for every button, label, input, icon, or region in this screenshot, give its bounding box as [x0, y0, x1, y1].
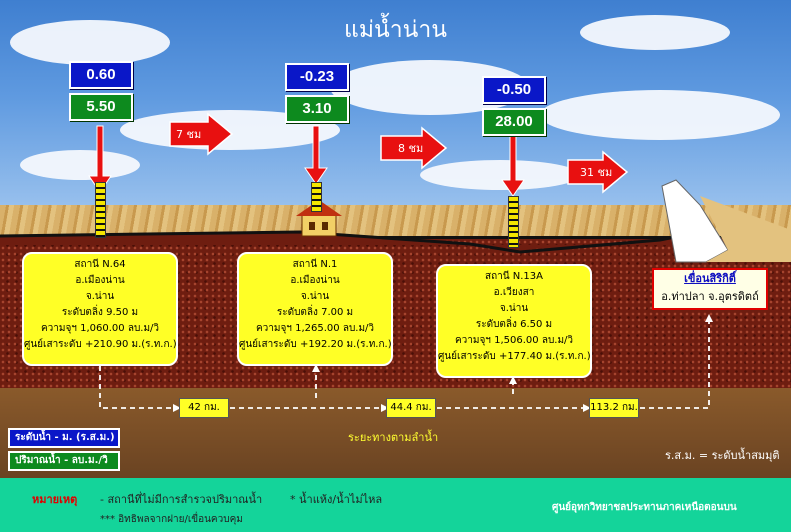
travel-time-arrow: [567, 150, 629, 194]
station-datum: ศูนย์เสาระดับ +177.40 ม.(ร.ท.ก.): [438, 351, 591, 362]
station-province: จ.น่าน: [300, 291, 330, 302]
distance-label: 44.4 กม.: [386, 398, 436, 418]
footer-band: [0, 478, 791, 532]
distance-path: [99, 318, 710, 409]
staff-gauge-icon: [95, 182, 106, 238]
station-bank-level: ระดับตลิ่ง 9.50 ม: [61, 307, 139, 318]
river-slope: [0, 232, 791, 250]
page-title: แม่น้ำน่าน: [344, 17, 447, 43]
distance-label: 113.2 กม.: [589, 398, 639, 418]
path-arrowhead: [381, 404, 389, 412]
down-arrow: [501, 135, 525, 197]
station-card: สถานี N.13A อ.เวียงสา จ.น่าน ระดับตลิ่ง …: [436, 264, 592, 378]
station-capacity: ความจุฯ 1,060.00 ลบ.ม/วิ: [40, 323, 160, 334]
down-arrow: [304, 125, 328, 185]
station-district: อ.เมืองน่าน: [290, 275, 340, 286]
station-province: จ.น่าน: [499, 303, 529, 314]
travel-time-label: 7 ชม: [176, 128, 202, 141]
dam-name: เขื่อนสิริกิติ์: [684, 272, 736, 285]
station-card: สถานี N.1 อ.เมืองน่าน จ.น่าน ระดับตลิ่ง …: [237, 252, 393, 366]
station-name: สถานี N.64: [74, 259, 126, 270]
station-province: จ.น่าน: [85, 291, 115, 302]
distance-title: ระยะทางตามลำน้ำ: [348, 431, 439, 444]
notes-heading: หมายเหตุ: [32, 493, 78, 506]
cloud: [580, 15, 730, 50]
credit-text: ศูนย์อุทกวิทยาชลประทานภาคเหนือตอนบน: [552, 502, 737, 513]
house-icon: [301, 213, 337, 237]
legend-rsm-note: ร.ส.ม. = ระดับน้ำสมมุติ: [665, 449, 780, 462]
legend-water-level: ระดับน้ำ - ม. (ร.ส.ม.): [8, 428, 120, 448]
path-arrowhead: [583, 404, 591, 412]
station-datum: ศูนย์เสาระดับ +192.20 ม.(ร.ท.ก.): [239, 339, 392, 350]
cloud: [20, 150, 140, 180]
reservoir-sand: [700, 196, 791, 262]
distance-label: 42 กม.: [179, 398, 229, 418]
river-profile-line: [0, 230, 681, 254]
discharge-value: 5.50: [69, 93, 133, 121]
cloud: [540, 90, 780, 140]
cloud: [10, 20, 170, 65]
dam-label: เขื่อนสิริกิติ์ อ.ท่าปลา จ.อุตรดิตถ์: [652, 268, 768, 310]
legend-discharge: ปริมาณน้ำ - ลบ.ม./วิ: [8, 451, 120, 471]
travel-time-label: 8 ชม: [398, 142, 424, 155]
discharge-value: 3.10: [285, 95, 349, 123]
travel-time-arrow: [380, 126, 448, 170]
note-no-survey: - สถานีที่ไม่มีการสำรวจปริมาณน้ำ: [100, 493, 263, 506]
station-district: อ.เมืองน่าน: [75, 275, 125, 286]
station-name: สถานี N.13A: [484, 271, 543, 282]
station-datum: ศูนย์เสาระดับ +210.90 ม.(ร.ท.ก.): [24, 339, 177, 350]
staff-gauge-icon: [311, 182, 322, 212]
station-capacity: ความจุฯ 1,506.00 ลบ.ม/วิ: [454, 335, 574, 346]
dam-location: อ.ท่าปลา จ.อุตรดิตถ์: [661, 290, 759, 303]
station-card: สถานี N.64 อ.เมืองน่าน จ.น่าน ระดับตลิ่ง…: [22, 252, 178, 366]
path-arrowhead: [312, 364, 320, 372]
path-arrowhead: [173, 404, 181, 412]
station-bank-level: ระดับตลิ่ง 6.50 ม: [475, 319, 553, 330]
water-level-value: 0.60: [69, 61, 133, 89]
station-bank-level: ระดับตลิ่ง 7.00 ม: [276, 307, 354, 318]
station-name: สถานี N.1: [292, 259, 338, 270]
water-level-value: -0.50: [482, 76, 546, 104]
water-level-value: -0.23: [285, 63, 349, 91]
travel-time-label: 31 ชม: [580, 166, 613, 179]
note-weir-influence: *** อิทธิพลจากฝาย/เขื่อนควบคุม: [100, 514, 243, 525]
staff-gauge-icon: [508, 196, 519, 248]
travel-time-arrow: [169, 112, 234, 156]
note-dry: * น้ำแห้ง/น้ำไม่ไหล: [290, 493, 383, 506]
station-district: อ.เวียงสา: [493, 287, 535, 298]
cloud: [420, 160, 580, 190]
path-arrowhead: [705, 314, 713, 322]
discharge-value: 28.00: [482, 108, 546, 136]
path-arrowhead: [509, 376, 517, 384]
station-capacity: ความจุฯ 1,265.00 ลบ.ม/วิ: [255, 323, 375, 334]
